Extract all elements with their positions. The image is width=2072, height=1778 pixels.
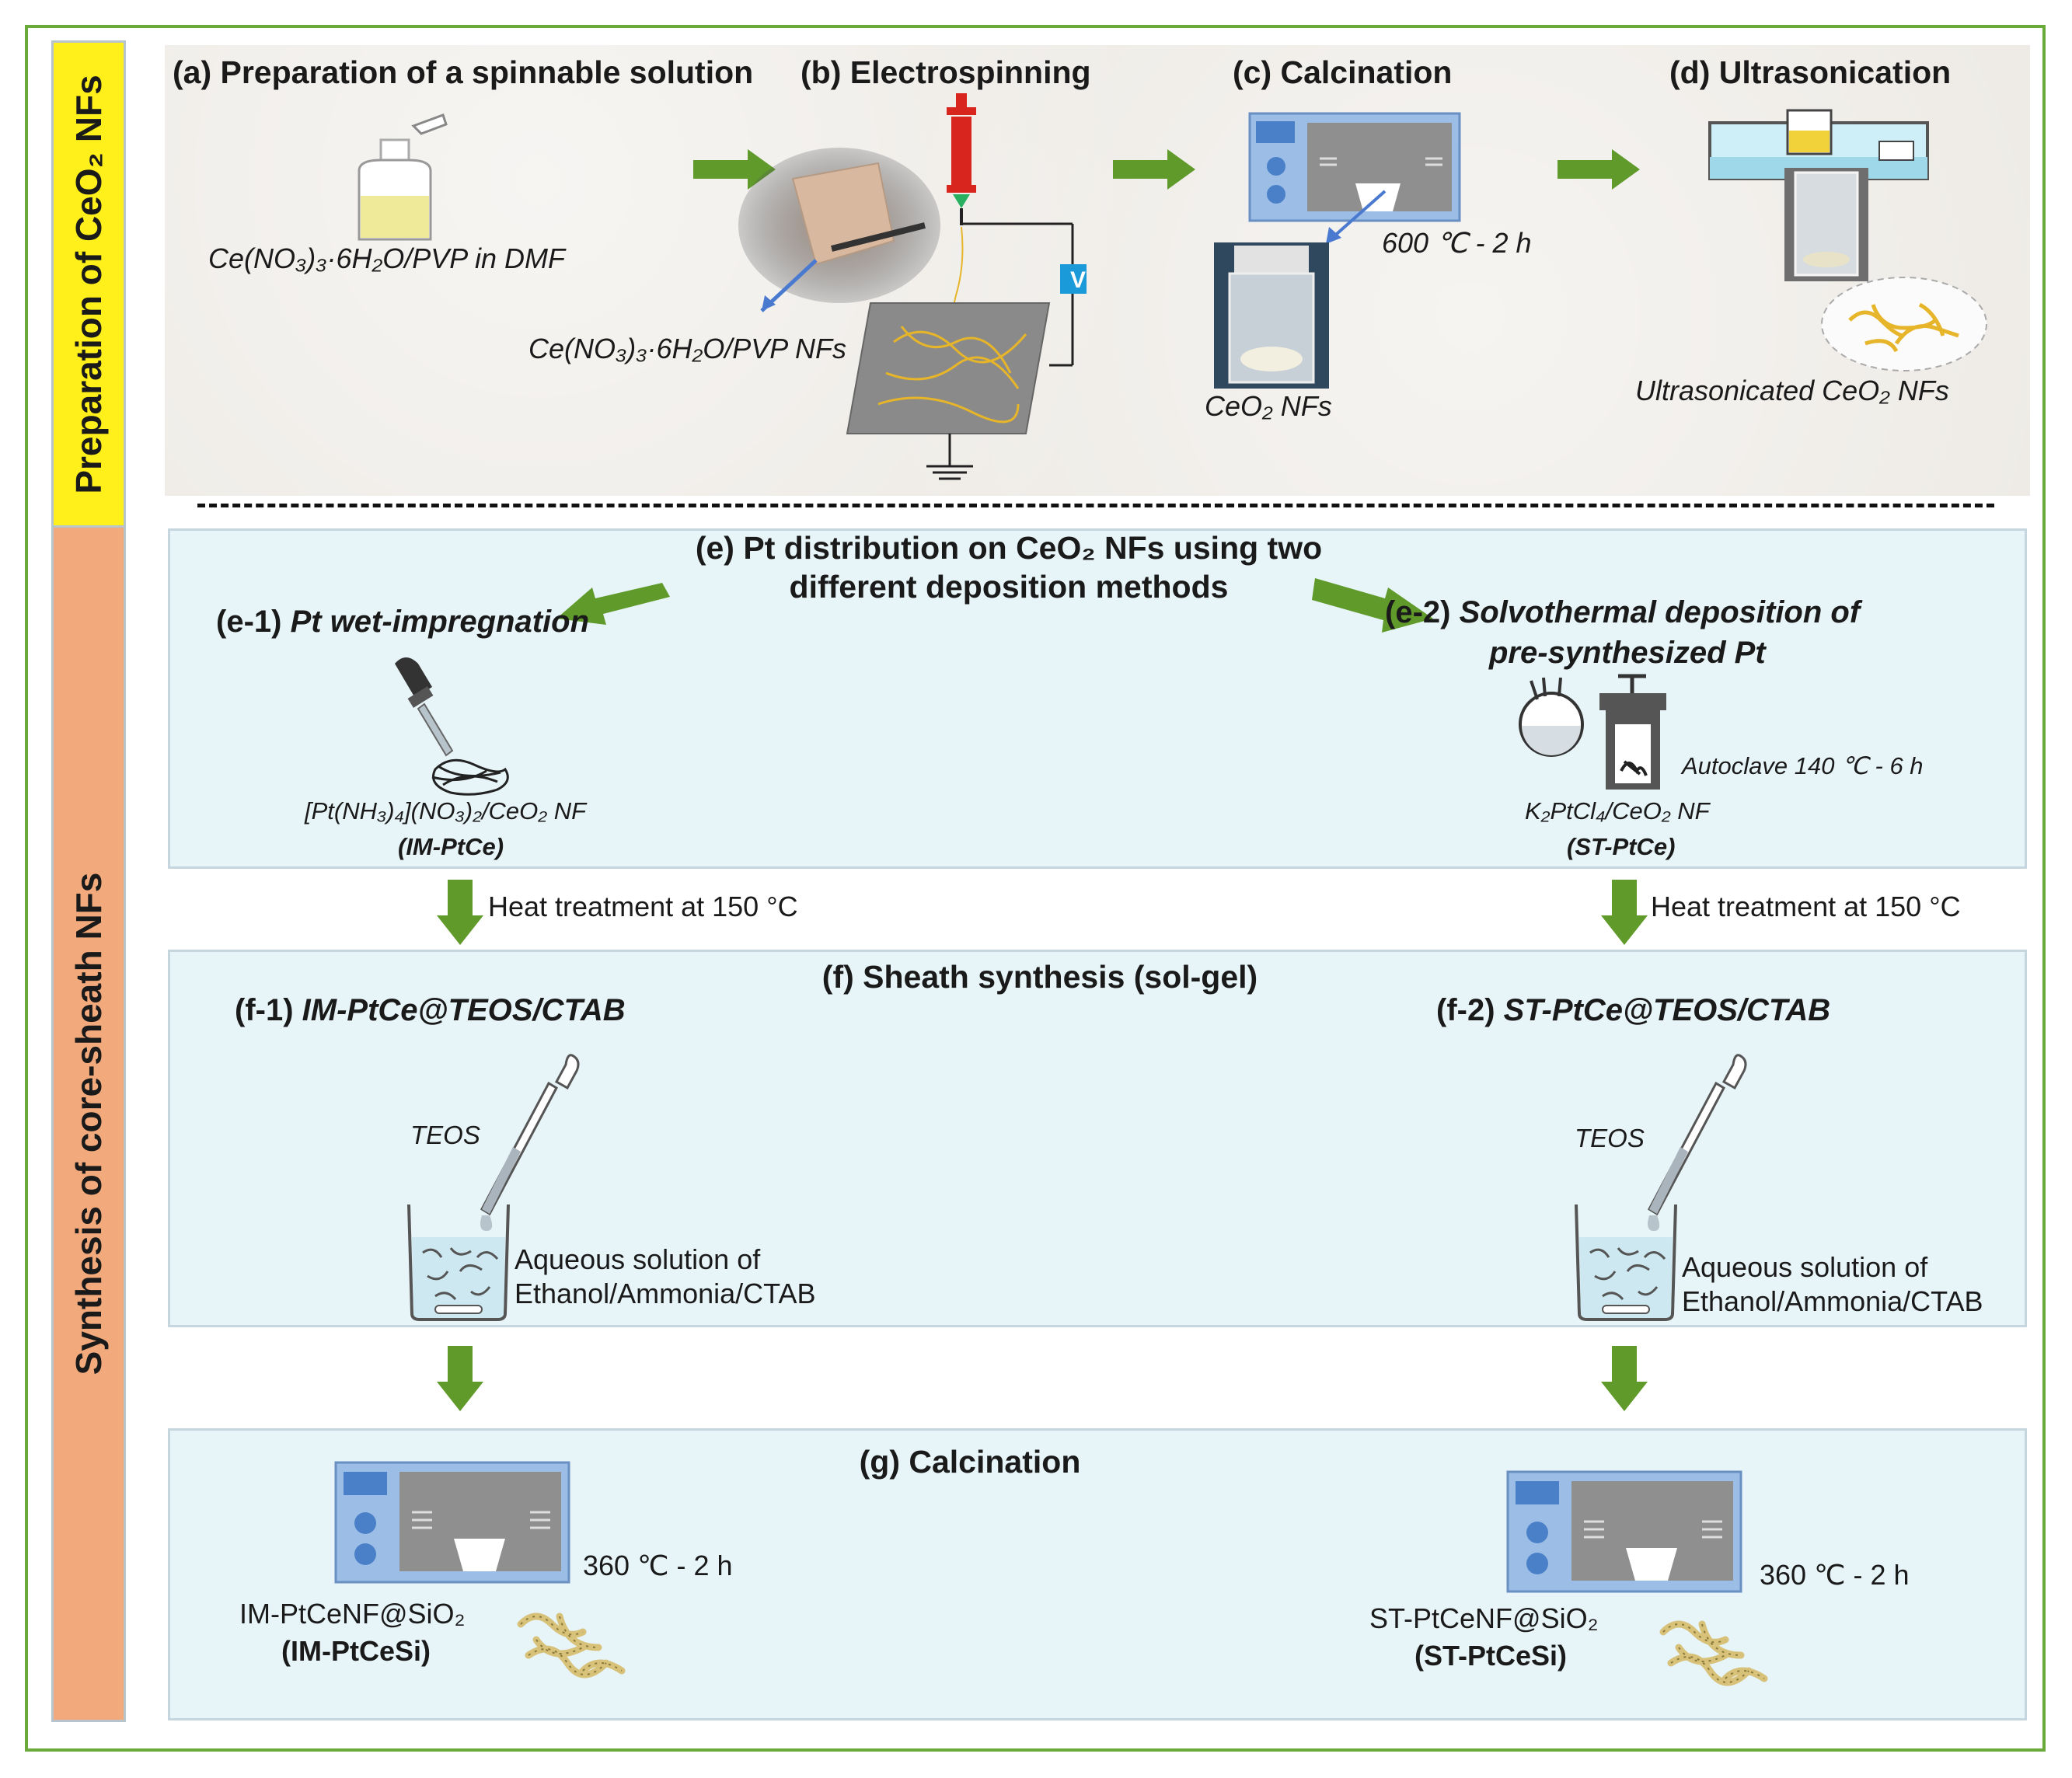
step-e-title-line1: (e) Pt distribution on CeO₂ NFs using tw… <box>695 530 1323 566</box>
pipette-beaker-icon-left <box>407 1054 580 1321</box>
step-e1-title: (e-1) Pt wet-impregnation <box>216 605 589 640</box>
ceo2-vial-photo <box>1214 242 1329 389</box>
step-e2-title-line1: (e-2) Solvothermal deposition of <box>1385 595 1860 630</box>
arrow-b-to-c <box>1113 149 1195 190</box>
core-sheath-fibers-icon-left <box>517 1612 626 1679</box>
autoclave-condition: Autoclave 140 ℃ - 6 h <box>1682 752 1924 779</box>
product-left-code: (IM-PtCeSi) <box>281 1635 431 1667</box>
pipette-beaker-icon-right <box>1575 1054 1747 1321</box>
step-g-condition-right: 360 ℃ - 2 h <box>1760 1559 1910 1591</box>
step-f1-name: IM-PtCe@TEOS/CTAB <box>302 993 626 1027</box>
product-right-code: (ST-PtCeSi) <box>1414 1640 1568 1672</box>
step-e2-title-line2: pre-synthesized Pt <box>1489 636 1766 670</box>
teos-label-left: TEOS <box>410 1121 480 1149</box>
teos-label-right: TEOS <box>1575 1124 1645 1152</box>
dashed-divider <box>197 504 1994 507</box>
step-c-title: (c) Calcination <box>1233 54 1453 90</box>
step-b-label: Ce(NO₃)₃·6H₂O/PVP NFs <box>528 333 846 364</box>
ultrasonicated-vial-photo <box>1784 168 1868 281</box>
furnace-icon-g-left <box>334 1461 570 1584</box>
solution-bottle-icon <box>358 113 448 241</box>
step-e2-label: K₂PtCl₄/CeO₂ NF <box>1525 797 1710 825</box>
section-label-preparation-text: Preparation of CeO₂ NFs <box>68 75 109 494</box>
step-e2-method: Solvothermal deposition of <box>1459 595 1861 629</box>
solution-left-line2: Ethanol/Ammonia/CTAB <box>515 1278 816 1309</box>
voltage-label: V <box>1070 267 1087 293</box>
step-e1-prefix: (e-1) <box>216 605 291 639</box>
step-f-title: (f) Sheath synthesis (sol-gel) <box>821 959 1258 995</box>
step-e-title-line2: different deposition methods <box>789 569 1229 605</box>
step-g-condition-left: 360 ℃ - 2 h <box>583 1550 733 1581</box>
arrow-down-heat-right <box>1601 880 1648 945</box>
solution-right-line1: Aqueous solution of <box>1682 1251 1928 1283</box>
step-e1-label: [Pt(NH₃)₄](NO₃)₂/CeO₂ NF <box>305 797 587 825</box>
step-d-title: (d) Ultrasonication <box>1669 54 1952 90</box>
step-a-label: Ce(NO₃)₃·6H₂O/PVP in DMF <box>208 242 565 274</box>
solution-left-line1: Aqueous solution of <box>515 1243 761 1275</box>
heat-treatment-left: Heat treatment at 150 °C <box>488 891 798 922</box>
arrow-down-f-to-g-left <box>437 1346 483 1411</box>
step-d-label: Ultrasonicated CeO₂ NFs <box>1635 375 1949 406</box>
furnace-to-vial-pointer <box>1326 190 1387 244</box>
arrow-down-f-to-g-right <box>1601 1346 1648 1411</box>
product-left-name: IM-PtCeNF@SiO₂ <box>239 1598 466 1630</box>
core-sheath-fibers-icon-right <box>1659 1620 1768 1686</box>
furnace-icon-g-right <box>1506 1470 1742 1593</box>
step-c-condition: 600 ℃ - 2 h <box>1382 227 1532 259</box>
arrow-e-to-e2 <box>1312 578 1433 633</box>
step-f1-prefix: (f-1) <box>235 993 302 1027</box>
step-f1-title: (f-1) IM-PtCe@TEOS/CTAB <box>235 993 626 1028</box>
step-e1-code: (IM-PtCe) <box>398 833 504 860</box>
arrow-e-to-e1 <box>556 583 670 625</box>
panel-ceo2-preparation <box>165 45 2030 496</box>
panel-pt-distribution <box>168 528 2027 869</box>
flask-autoclave-icon <box>1519 674 1666 790</box>
arrow-c-to-d <box>1557 149 1640 190</box>
step-e2-prefix: (e-2) <box>1385 595 1460 629</box>
section-label-synthesis: Synthesis of core-sheath NFs <box>51 525 126 1722</box>
arrow-a-to-b <box>693 149 776 190</box>
step-f2-name: ST-PtCe@TEOS/CTAB <box>1503 993 1831 1027</box>
step-g-title: (g) Calcination <box>859 1444 1081 1480</box>
arrow-down-heat-left <box>437 880 483 945</box>
step-e2-code: (ST-PtCe) <box>1567 833 1676 860</box>
step-e1-method: Pt wet-impregnation <box>290 605 590 639</box>
heat-treatment-right: Heat treatment at 150 °C <box>1651 891 1961 922</box>
dropper-and-fibers-icon <box>395 657 509 796</box>
step-f2-prefix: (f-2) <box>1436 993 1504 1027</box>
step-c-label: CeO₂ NFs <box>1205 390 1332 422</box>
figure-frame <box>25 25 2046 1752</box>
product-right-name: ST-PtCeNF@SiO₂ <box>1369 1602 1599 1634</box>
solution-right-line2: Ethanol/Ammonia/CTAB <box>1682 1285 1983 1317</box>
section-label-preparation: Preparation of CeO₂ NFs <box>51 40 126 528</box>
step-b-title: (b) Electrospinning <box>801 54 1091 90</box>
ultrasonicated-fibers-icon <box>1821 277 1987 371</box>
step-f2-title: (f-2) ST-PtCe@TEOS/CTAB <box>1436 993 1830 1028</box>
electrospinning-setup-illustration <box>738 93 1087 480</box>
step-a-title: (a) Preparation of a spinnable solution <box>173 54 754 90</box>
section-label-synthesis-text: Synthesis of core-sheath NFs <box>68 872 109 1375</box>
